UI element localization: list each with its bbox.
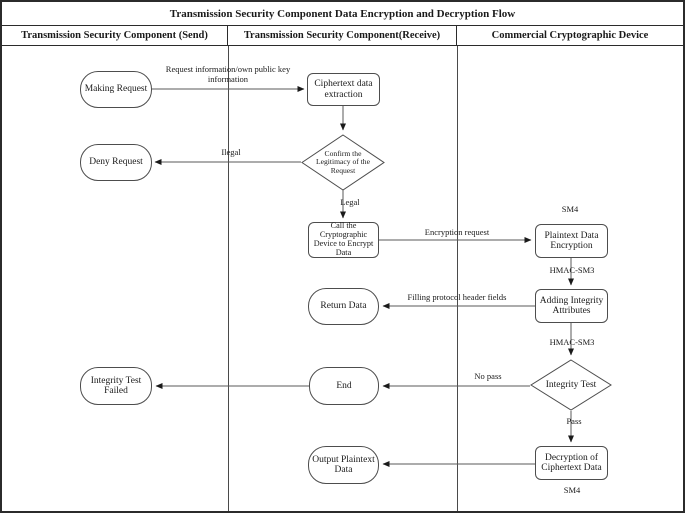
lane-divider-1 bbox=[228, 46, 229, 511]
node-deny-request-label: Deny Request bbox=[89, 157, 143, 168]
edge-label-sm4-top: SM4 bbox=[561, 204, 579, 214]
node-adding-integrity: Adding Integrity Attributes bbox=[535, 289, 608, 323]
node-deny-request: Deny Request bbox=[80, 144, 152, 181]
node-making-request: Making Request bbox=[80, 71, 152, 108]
lane-header-receive: Transmission Security Component(Receive) bbox=[228, 26, 457, 45]
node-call-crypto-device-label: Call the Cryptographic Device to Encrypt… bbox=[313, 221, 374, 257]
node-integrity-test-failed: Integrity Test Failed bbox=[80, 367, 152, 405]
node-output-plaintext-label: Output Plaintext Data bbox=[312, 454, 375, 475]
node-ciphertext-extraction: Ciphertext data extraction bbox=[307, 73, 380, 106]
diamond-shape bbox=[301, 134, 385, 191]
node-call-crypto-device: Call the Cryptographic Device to Encrypt… bbox=[308, 221, 379, 258]
node-integrity-test-label: Integrity Test bbox=[545, 379, 597, 390]
node-confirm-legitimacy: Confirm the Legitimacy of the Request bbox=[301, 134, 385, 191]
lane-header-row: Transmission Security Component (Send) T… bbox=[2, 26, 683, 46]
edge-label-request-info: Request information/own public key infor… bbox=[165, 64, 291, 84]
node-plaintext-encryption: Plaintext Data Encryption bbox=[535, 224, 608, 258]
edge-label-legal: Legal bbox=[340, 197, 360, 207]
node-return-data: Return Data bbox=[308, 288, 379, 325]
node-output-plaintext: Output Plaintext Data bbox=[308, 446, 379, 484]
node-adding-integrity-label: Adding Integrity Attributes bbox=[539, 295, 604, 316]
node-integrity-test-failed-label: Integrity Test Failed bbox=[90, 375, 142, 396]
lane-divider-2 bbox=[457, 46, 458, 511]
diagram-title: Transmission Security Component Data Enc… bbox=[2, 2, 683, 26]
node-decryption: Decryption of Ciphertext Data bbox=[535, 446, 608, 480]
edge-label-ilegal: Ilegal bbox=[221, 147, 241, 157]
node-return-data-label: Return Data bbox=[320, 301, 367, 312]
node-end: End bbox=[309, 367, 379, 405]
edge-label-hmac-sm3-1: HMAC-SM3 bbox=[549, 265, 595, 275]
edge-label-sm4-bottom: SM4 bbox=[563, 485, 581, 495]
node-integrity-test: Integrity Test bbox=[530, 359, 612, 411]
edge-label-encryption-request: Encryption request bbox=[424, 227, 490, 237]
edge-label-filling-protocol: Filling protocol header fields bbox=[407, 292, 507, 302]
diamond-shape bbox=[530, 359, 612, 411]
lane-header-crypto-device: Commercial Cryptographic Device bbox=[491, 30, 649, 41]
edge-label-no-pass: No pass bbox=[474, 371, 502, 381]
node-ciphertext-extraction-label: Ciphertext data extraction bbox=[314, 79, 373, 100]
edge-label-pass: Pass bbox=[566, 416, 582, 426]
node-decryption-label: Decryption of Ciphertext Data bbox=[541, 452, 602, 473]
node-end-label: End bbox=[336, 380, 352, 391]
node-plaintext-encryption-label: Plaintext Data Encryption bbox=[544, 230, 599, 251]
edge-label-hmac-sm3-2: HMAC-SM3 bbox=[549, 337, 595, 347]
node-making-request-label: Making Request bbox=[84, 84, 148, 95]
lane-header-send: Transmission Security Component (Send) bbox=[2, 26, 228, 45]
node-confirm-legitimacy-label: Confirm the Legitimacy of the Request bbox=[316, 149, 370, 175]
